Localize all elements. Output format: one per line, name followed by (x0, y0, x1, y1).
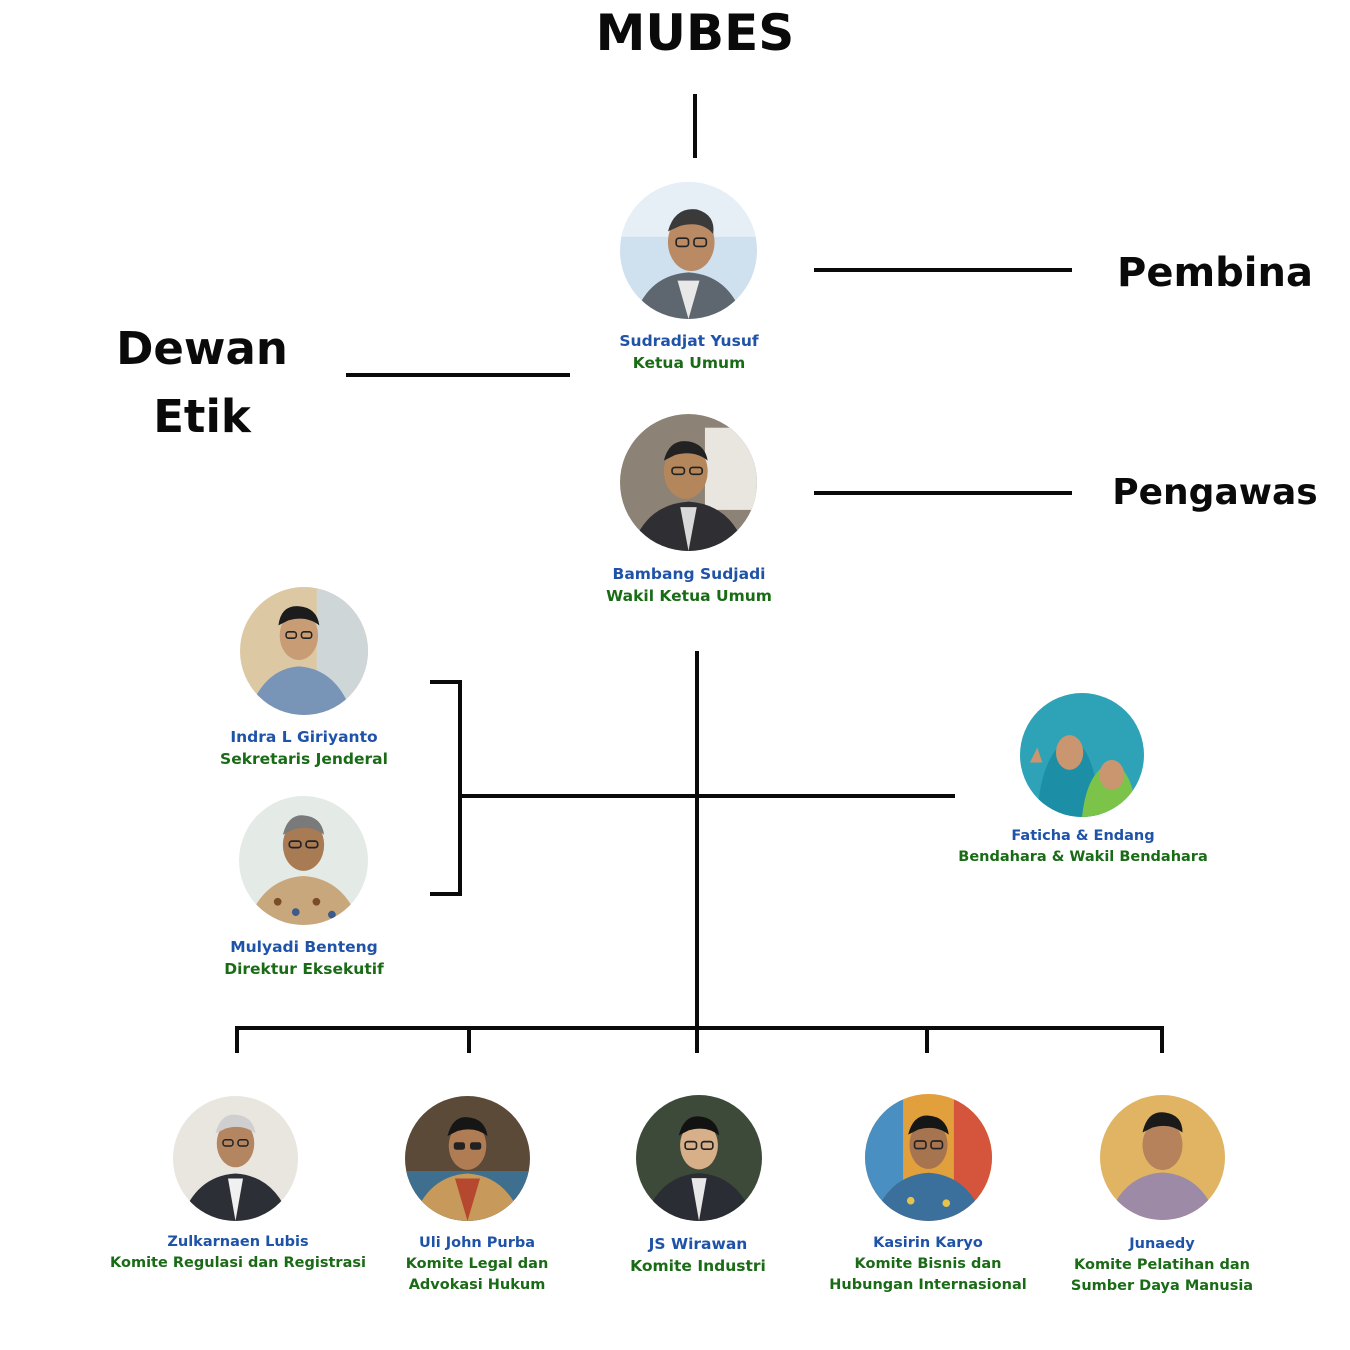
main-vertical-connector (695, 651, 699, 1053)
portrait-icon (620, 414, 757, 551)
direktur-role: Direktur Eksekutif (224, 960, 384, 978)
bendahara-name: Faticha & Endang (1011, 828, 1155, 844)
bendahara-label: Faticha & Endang Bendahara & Wakil Benda… (958, 826, 1207, 868)
wakil-photo (620, 414, 757, 551)
portrait-icon (239, 796, 368, 925)
committee-drop-4 (925, 1026, 929, 1053)
direktur-label: Mulyadi Benteng Direktur Eksekutif (224, 936, 384, 980)
ketua-label: Sudradjat Yusuf Ketua Umum (619, 330, 758, 374)
committee-role: Komite Legal dan (405, 1256, 549, 1272)
committee-drop-5 (1160, 1026, 1164, 1053)
committee-name: Kasirin Karyo (873, 1235, 983, 1251)
wakil-name: Bambang Sudjadi (612, 565, 766, 583)
committee-bus (235, 1026, 1164, 1030)
direktur-photo (239, 796, 368, 925)
direktur-name: Mulyadi Benteng (230, 938, 378, 956)
committee-drop-1 (235, 1026, 239, 1053)
committee-photo-4 (865, 1094, 992, 1221)
mubes-connector (693, 94, 697, 158)
portrait-icon (405, 1096, 530, 1221)
bendahara-role: Bendahara & Wakil Bendahara (958, 849, 1208, 865)
pembina-label: Pembina (1117, 250, 1313, 296)
ketua-photo (620, 182, 757, 319)
committee-name: Junaedy (1129, 1236, 1195, 1252)
sekjen-label: Indra L Giriyanto Sekretaris Jenderal (220, 726, 388, 770)
sekjen-photo (240, 587, 368, 715)
committee-role: Hubungan Internasional (829, 1277, 1027, 1293)
committee-role: Komite Industri (630, 1257, 766, 1275)
pembina-connector (814, 268, 1072, 272)
committee-label-2: Uli John Purba Komite Legal dan Advokasi… (406, 1233, 549, 1296)
committee-name: Uli John Purba (418, 1235, 536, 1251)
portrait-icon (620, 182, 757, 319)
staff-horizontal-connector (460, 794, 955, 798)
sekjen-role: Sekretaris Jenderal (220, 750, 388, 768)
portrait-icon (1020, 693, 1144, 817)
bracket-top (430, 680, 462, 684)
dewan-etik-line-1: Dewan (116, 322, 288, 375)
ketua-name: Sudradjat Yusuf (619, 332, 759, 350)
committee-role: Komite Bisnis dan (854, 1256, 1002, 1272)
committee-photo-2 (405, 1096, 530, 1221)
committee-label-4: Kasirin Karyo Komite Bisnis dan Hubungan… (829, 1233, 1026, 1296)
committee-role: Komite Regulasi dan Registrasi (110, 1255, 366, 1271)
committee-photo-1 (173, 1096, 298, 1221)
sekjen-name: Indra L Giriyanto (230, 728, 378, 746)
dewan-etik-label: Dewan Etik (82, 315, 322, 451)
committee-role: Komite Pelatihan dan (1074, 1257, 1250, 1273)
committee-label-3: JS Wirawan Komite Industri (630, 1233, 766, 1277)
committee-role: Advokasi Hukum (408, 1277, 546, 1293)
bracket-bottom (430, 892, 462, 896)
bracket-vertical (458, 680, 462, 896)
committee-photo-5 (1100, 1095, 1225, 1220)
committee-label-5: Junaedy Komite Pelatihan dan Sumber Daya… (1071, 1234, 1253, 1297)
portrait-icon (240, 587, 368, 715)
bendahara-photo (1020, 693, 1144, 817)
wakil-label: Bambang Sudjadi Wakil Ketua Umum (606, 563, 772, 607)
committee-role: Sumber Daya Manusia (1070, 1278, 1254, 1294)
committee-name: Zulkarnaen Lubis (167, 1234, 309, 1250)
portrait-icon (865, 1094, 992, 1221)
committee-label-1: Zulkarnaen Lubis Komite Regulasi dan Reg… (110, 1232, 366, 1274)
wakil-role: Wakil Ketua Umum (606, 587, 772, 605)
pengawas-connector (814, 491, 1072, 495)
portrait-icon (1100, 1095, 1225, 1220)
mubes-label: MUBES (595, 4, 795, 62)
committee-photo-3 (636, 1095, 762, 1221)
committee-drop-2 (467, 1026, 471, 1053)
dewan-etik-connector (346, 373, 570, 377)
dewan-etik-line-2: Etik (153, 390, 251, 443)
pengawas-label: Pengawas (1112, 472, 1318, 513)
ketua-role: Ketua Umum (632, 354, 746, 372)
portrait-icon (636, 1095, 762, 1221)
committee-name: JS Wirawan (648, 1235, 748, 1253)
portrait-icon (173, 1096, 298, 1221)
